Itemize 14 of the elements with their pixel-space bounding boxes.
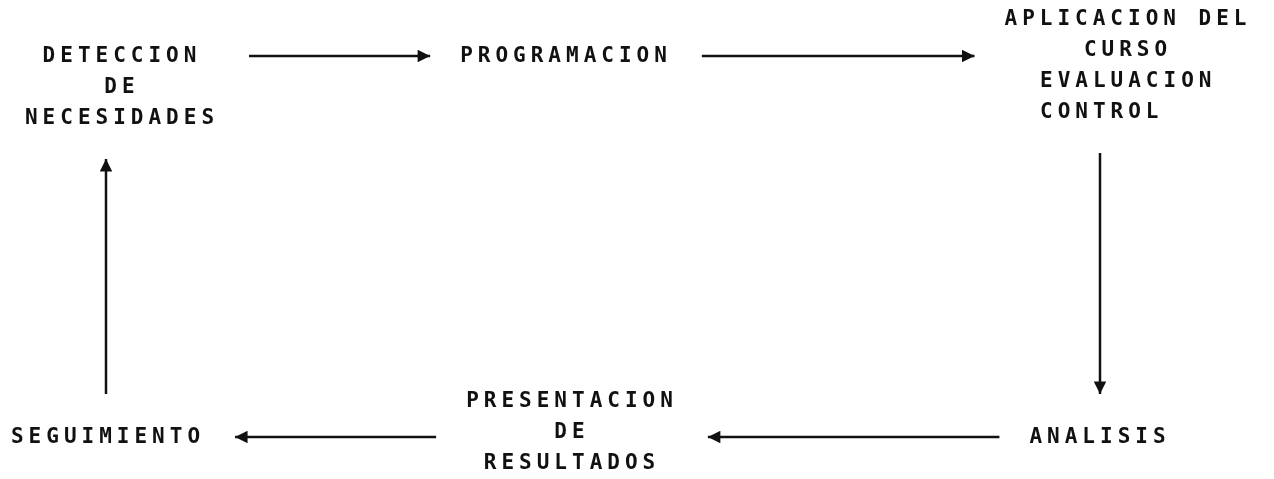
step-label: APLICACION DEL CURSO — [1003, 5, 1253, 63]
arrow — [249, 49, 431, 63]
step-label: CONTROL — [1039, 98, 1165, 125]
arrow — [707, 430, 1000, 444]
arrow — [1093, 153, 1107, 394]
step-label: DETECCION DE NECESIDADES — [23, 42, 221, 131]
step-label: ANALISIS — [1029, 423, 1171, 450]
step-label: EVALUACION — [1039, 67, 1218, 94]
step-label: PROGRAMACION — [460, 42, 672, 69]
arrow — [235, 430, 437, 444]
arrow — [701, 49, 975, 63]
step-label: SEGUIMIENTO — [10, 423, 206, 450]
arrow — [99, 159, 113, 394]
step-label: PRESENTACION DE RESULTADOS — [465, 387, 679, 476]
